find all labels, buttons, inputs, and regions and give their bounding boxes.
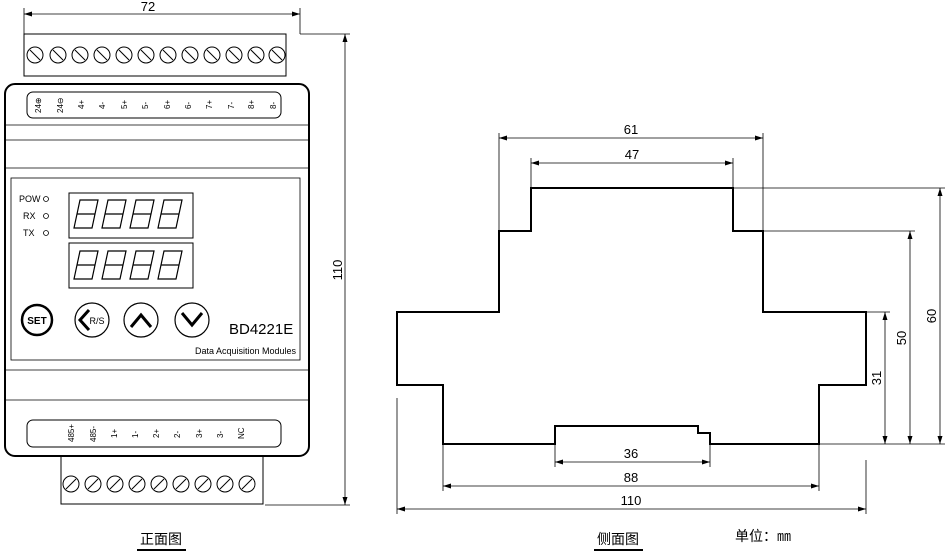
- dim-47: 47: [625, 147, 639, 162]
- down-button[interactable]: [174, 302, 210, 338]
- dim-60: 60: [924, 309, 939, 323]
- dim-36: 36: [624, 446, 638, 461]
- dim-50: 50: [894, 331, 909, 345]
- model-name: BD4221E: [229, 321, 293, 338]
- pin-label: 5-: [141, 102, 150, 109]
- pin-label: 2-: [173, 431, 182, 438]
- indicator-label: TX: [23, 228, 35, 238]
- up-arrow-icon: [129, 312, 153, 328]
- pin-label: 8-: [269, 102, 278, 109]
- top-terminal-screws: [26, 46, 286, 64]
- indicator-label: RX: [23, 211, 36, 221]
- pin-label: 6-: [184, 102, 193, 109]
- up-button[interactable]: [123, 302, 159, 338]
- width-dimension: 72: [141, 0, 155, 14]
- seven-segment-display: [73, 199, 183, 280]
- dim-110: 110: [621, 493, 642, 508]
- set-button[interactable]: [20, 303, 54, 337]
- model-description: Data Acquisition Modules: [195, 346, 297, 356]
- pin-label: 2+: [152, 429, 161, 438]
- rs-button[interactable]: [74, 302, 110, 338]
- dim-61: 61: [624, 122, 638, 137]
- down-arrow-icon: [180, 312, 204, 328]
- pin-label: 1-: [131, 431, 140, 438]
- bottom-pin-labels: 485+ 485- 1+ 1- 2+ 2- 3+ 3- NC: [67, 424, 246, 442]
- unit-label: 单位：㎜: [735, 529, 791, 545]
- front-view-caption: 正面图: [140, 532, 182, 548]
- pin-label: 1+: [110, 429, 119, 438]
- pin-label: 3-: [216, 431, 225, 438]
- pin-label: 24⊕: [34, 97, 43, 113]
- height-dimension: 110: [330, 260, 345, 281]
- side-view-caption: 侧面图: [597, 532, 639, 548]
- pin-label: 5+: [120, 100, 129, 109]
- side-view: [396, 133, 945, 551]
- pin-label: NC: [237, 427, 246, 439]
- pin-label: 3+: [195, 429, 204, 438]
- pin-label: 8+: [247, 100, 256, 109]
- pin-label: 4+: [77, 100, 86, 109]
- front-view: [4, 8, 350, 551]
- set-button-label: SET: [27, 316, 46, 327]
- pin-label: 4-: [98, 102, 107, 109]
- top-pin-labels: 24⊕ 24⊖ 4+ 4- 5+ 5- 6+ 6- 7+ 7- 8+ 8-: [34, 97, 278, 113]
- pin-label: 24⊖: [56, 97, 65, 113]
- pin-label: 485+: [67, 424, 76, 442]
- pin-label: 7-: [227, 102, 236, 109]
- rs-button-label: R/S: [89, 316, 104, 326]
- indicator-label: POW: [19, 194, 41, 204]
- dim-88: 88: [624, 470, 638, 485]
- left-arrow-icon: [77, 308, 91, 332]
- pin-label: 6+: [163, 100, 172, 109]
- pin-label: 7+: [205, 100, 214, 109]
- bottom-terminal-screws: [62, 475, 256, 493]
- pin-label: 485-: [89, 426, 98, 442]
- dim-31: 31: [869, 371, 884, 385]
